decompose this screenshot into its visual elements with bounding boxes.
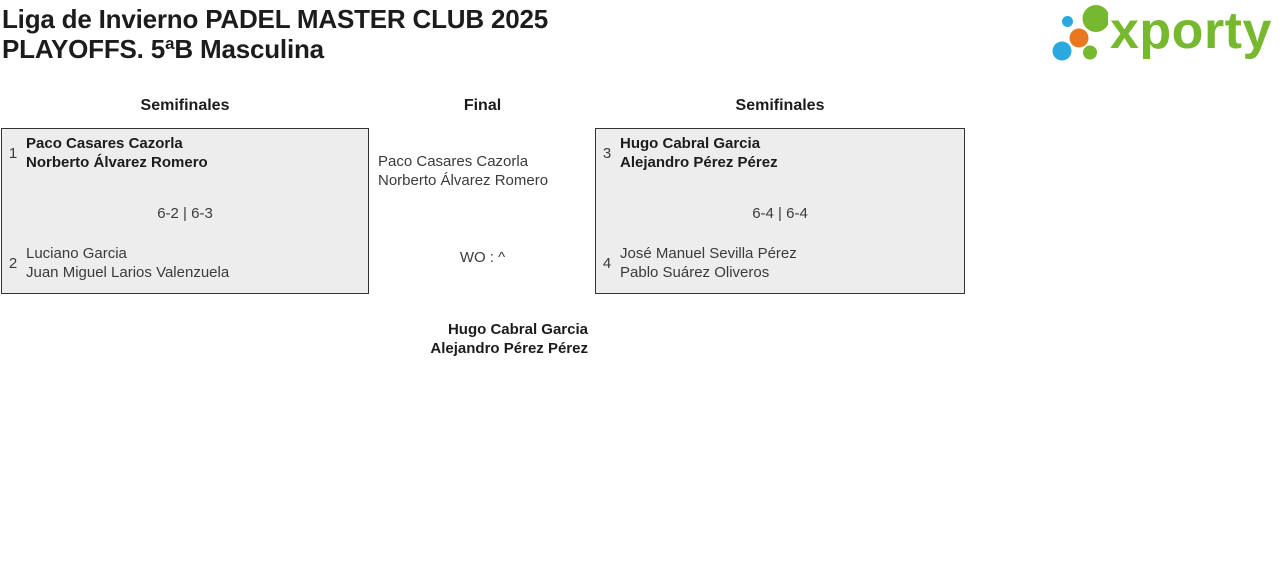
semifinal-left-match-box: 1 Paco Casares Cazorla Norberto Álvarez … — [1, 128, 369, 294]
logo-dot-orange — [1069, 28, 1089, 48]
player-name: Norberto Álvarez Romero — [378, 172, 549, 189]
semifinal-left-score: 6-2 | 6-3 — [157, 205, 213, 222]
seed-number: 1 — [8, 144, 18, 162]
round-header-semifinals-right: Semifinales — [735, 97, 825, 114]
logo-dot-blue-large — [1052, 41, 1072, 61]
semifinal-right-score: 6-4 | 6-4 — [752, 205, 808, 222]
player-name: Hugo Cabral Garcia — [620, 135, 761, 152]
team-names: Paco Casares Cazorla Norberto Álvarez Ro… — [26, 134, 208, 172]
final-team-top: Paco Casares Cazorla Norberto Álvarez Ro… — [378, 152, 548, 190]
final-score: WO : ^ — [459, 249, 506, 266]
logo-dot-green-large — [1082, 5, 1108, 32]
round-header-final: Final — [463, 97, 502, 114]
player-name: Norberto Álvarez Romero — [26, 154, 208, 171]
logo-dot-blue-small — [1062, 16, 1073, 27]
seed-number: 3 — [602, 144, 612, 162]
team-names: Hugo Cabral Garcia Alejandro Pérez Pérez — [620, 134, 778, 172]
page-title: Liga de Invierno PADEL MASTER CLUB 2025 … — [2, 4, 549, 64]
team-names: Luciano Garcia Juan Miguel Larios Valenz… — [26, 244, 229, 282]
player-name: José Manuel Sevilla Pérez — [620, 245, 797, 262]
final-winner-team: Hugo Cabral Garcia Alejandro Pérez Pérez — [430, 320, 588, 358]
player-name: Alejandro Pérez Pérez — [620, 154, 778, 171]
xporty-logo[interactable]: xporty — [1046, 0, 1278, 70]
player-name: Pablo Suárez Oliveros — [620, 264, 770, 281]
player-name: Paco Casares Cazorla — [26, 135, 183, 152]
round-header-semifinals-left: Semifinales — [140, 97, 230, 114]
xporty-logo-text: xporty — [1110, 2, 1272, 60]
semifinal-right-pair-bottom: 4 José Manuel Sevilla Pérez Pablo Suárez… — [596, 244, 964, 282]
final-column: Paco Casares Cazorla Norberto Álvarez Ro… — [370, 128, 595, 368]
semifinal-left-pair-top: 1 Paco Casares Cazorla Norberto Álvarez … — [2, 134, 368, 172]
semifinal-right-match-box: 3 Hugo Cabral Garcia Alejandro Pérez Pér… — [595, 128, 965, 294]
player-name: Juan Miguel Larios Valenzuela — [26, 264, 230, 281]
semifinal-right-pair-top: 3 Hugo Cabral Garcia Alejandro Pérez Pér… — [596, 134, 964, 172]
player-name: Luciano Garcia — [26, 245, 127, 262]
semifinal-left-pair-bottom: 2 Luciano Garcia Juan Miguel Larios Vale… — [2, 244, 368, 282]
team-names: José Manuel Sevilla Pérez Pablo Suárez O… — [620, 244, 797, 282]
player-name: Alejandro Pérez Pérez — [430, 340, 588, 357]
player-name: Paco Casares Cazorla — [378, 153, 529, 170]
seed-number: 2 — [8, 254, 18, 272]
logo-dot-green-small — [1083, 45, 1097, 60]
seed-number: 4 — [602, 254, 612, 272]
xporty-logo-dots-icon — [1052, 5, 1108, 61]
player-name: Hugo Cabral Garcia — [447, 321, 588, 338]
